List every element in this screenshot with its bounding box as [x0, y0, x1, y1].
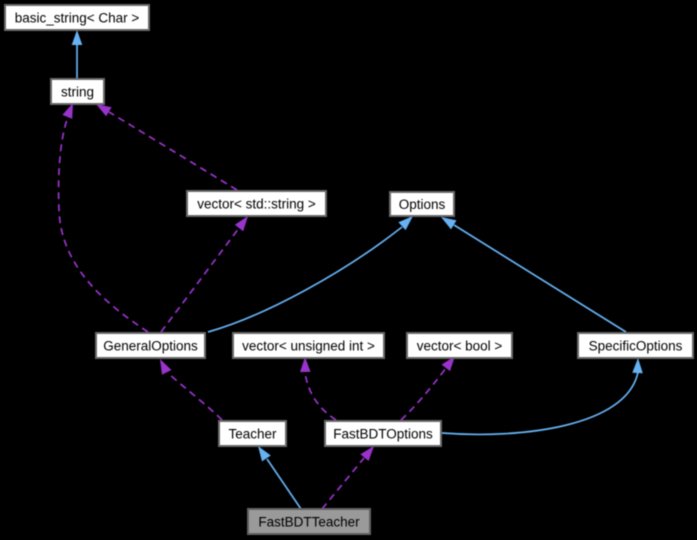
svg-text:vector< unsigned int >: vector< unsigned int >: [242, 339, 375, 354]
svg-text:FastBDTOptions: FastBDTOptions: [333, 427, 433, 442]
svg-text:SpecificOptions: SpecificOptions: [589, 339, 683, 354]
svg-text:Options: Options: [399, 197, 446, 212]
svg-text:string: string: [61, 85, 94, 100]
svg-text:basic_string< Char >: basic_string< Char >: [15, 11, 140, 26]
svg-text:vector< std::string >: vector< std::string >: [197, 197, 316, 212]
svg-text:GeneralOptions: GeneralOptions: [103, 339, 198, 354]
svg-text:FastBDTTeacher: FastBDTTeacher: [258, 515, 360, 530]
svg-text:vector< bool >: vector< bool >: [417, 339, 503, 354]
svg-text:Teacher: Teacher: [228, 427, 277, 442]
